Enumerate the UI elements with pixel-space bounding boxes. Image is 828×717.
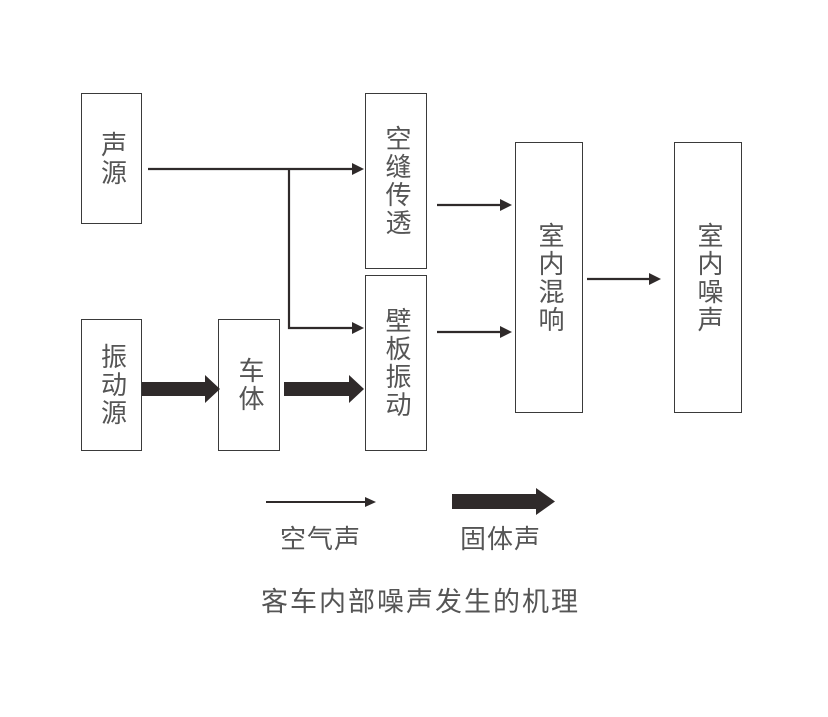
arrow-gap-to-reverb bbox=[437, 199, 512, 211]
node-label: 空缝传透 bbox=[381, 125, 411, 237]
node-label: 振动源 bbox=[96, 343, 127, 427]
node-vibration-source: 振动源 bbox=[81, 319, 142, 451]
node-label: 壁板振动 bbox=[381, 307, 411, 419]
legend-structure-label: 固体声 bbox=[460, 525, 542, 555]
legend-airborne-arrow bbox=[266, 497, 376, 507]
node-gap-transmission: 空缝传透 bbox=[365, 93, 427, 269]
node-label: 车体 bbox=[234, 357, 264, 413]
legend-structure-arrow bbox=[452, 488, 555, 515]
legend-airborne-label: 空气声 bbox=[280, 525, 362, 555]
arrow-sound-to-gap bbox=[148, 163, 364, 175]
node-sound-source: 声源 bbox=[81, 93, 142, 224]
figure-caption: 客车内部噪声发生的机理 bbox=[261, 587, 580, 618]
node-interior-reverberation: 室内混响 bbox=[515, 142, 583, 413]
node-label: 声源 bbox=[96, 130, 127, 187]
node-panel-vibration: 壁板振动 bbox=[365, 275, 427, 451]
node-interior-noise: 室内噪声 bbox=[674, 142, 742, 413]
arrow-reverb-to-noise bbox=[587, 273, 661, 285]
arrow-sound-to-panel bbox=[287, 169, 364, 334]
node-label: 室内混响 bbox=[534, 221, 564, 334]
arrow-panel-to-reverb bbox=[437, 326, 512, 338]
arrow-vibration-to-body bbox=[142, 375, 220, 403]
node-car-body: 车体 bbox=[218, 319, 280, 451]
arrow-body-to-panel bbox=[284, 375, 364, 403]
node-label: 室内噪声 bbox=[693, 221, 723, 334]
